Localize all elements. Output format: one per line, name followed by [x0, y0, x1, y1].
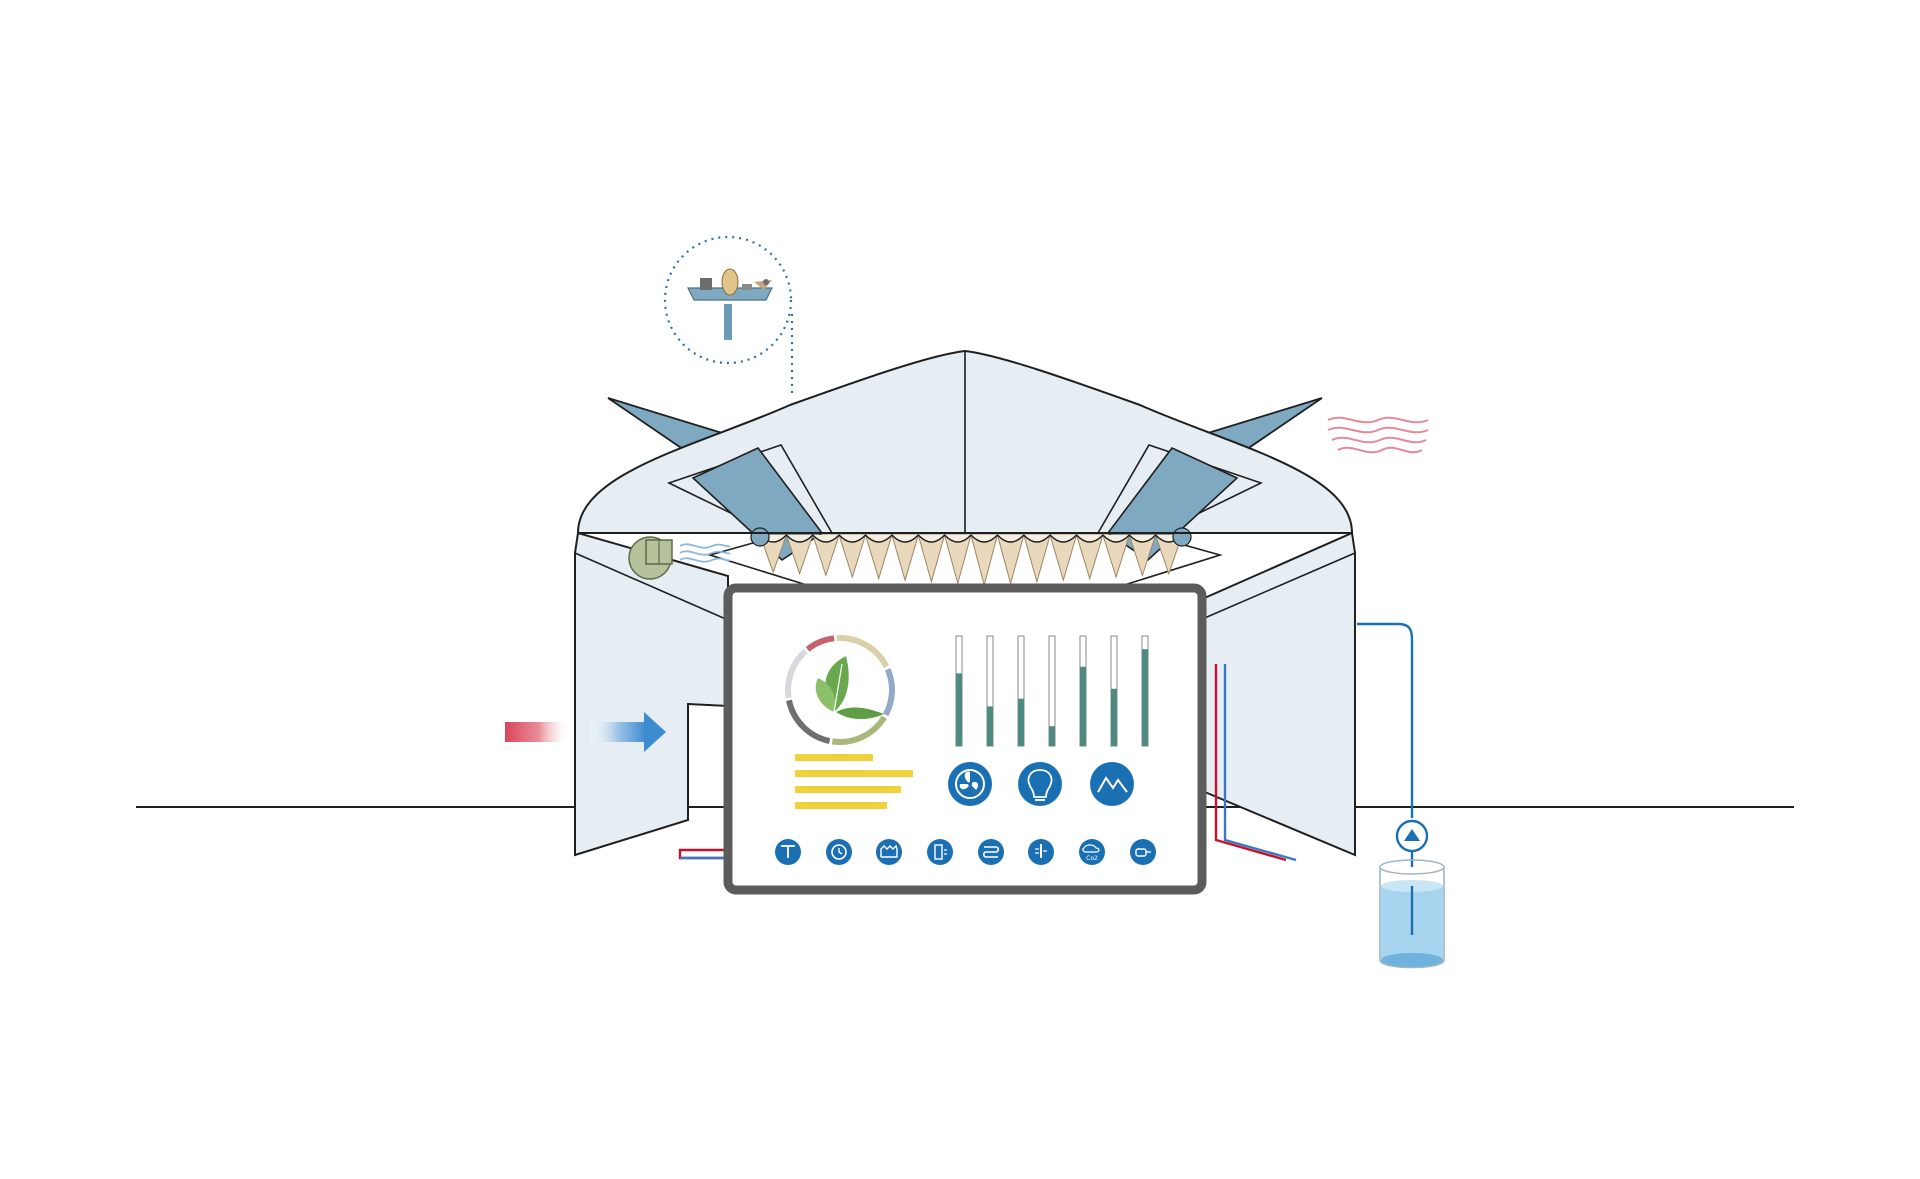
- air-inflow-arrow: [505, 712, 666, 752]
- vent-icon[interactable]: [927, 839, 953, 865]
- screen-roller-left: [750, 527, 770, 547]
- thermometer-icon[interactable]: [1028, 839, 1054, 865]
- gauge-5: [1079, 635, 1087, 747]
- light-bulb-icon[interactable]: [1018, 762, 1062, 806]
- status-ring-segment-1: [836, 635, 890, 669]
- clock-icon[interactable]: [826, 839, 852, 865]
- gauge-2: [986, 635, 994, 747]
- co2-label: Co2: [1086, 855, 1098, 862]
- greenhouse-walls: [574, 531, 1356, 857]
- trend-chart-icon[interactable]: [1090, 762, 1134, 806]
- small-icon-row: Co2: [775, 839, 1156, 865]
- heating-icon[interactable]: [876, 839, 902, 865]
- gauge-fill-7: [1142, 649, 1148, 746]
- gauge-fill-1: [956, 673, 962, 746]
- screen-roller-right: [1172, 527, 1192, 547]
- gauge-1: [955, 635, 963, 747]
- status-ring-segment-6: [805, 635, 835, 652]
- heating-pipes: [678, 664, 1297, 862]
- pump-icon: [1395, 819, 1429, 853]
- gauge-3: [1017, 635, 1025, 747]
- gauge-fill-5: [1080, 666, 1086, 746]
- status-ring-segment-2: [883, 668, 895, 717]
- leaf-icon: [815, 656, 884, 720]
- gauge-4: [1048, 635, 1056, 747]
- gauge-fill-6: [1111, 688, 1117, 746]
- status-ring-segment-3: [831, 715, 887, 745]
- gauge-6: [1110, 635, 1118, 747]
- status-ring-segment-5: [785, 648, 808, 699]
- gauge-7: [1141, 635, 1149, 747]
- control-screen: Co2: [723, 583, 1207, 895]
- fan-icon[interactable]: [948, 762, 992, 806]
- gauge-fill-3: [1018, 698, 1024, 746]
- screen-scallop: [759, 533, 1183, 543]
- weather-station-icon: [663, 235, 794, 398]
- fan-heater-icon: [628, 536, 731, 580]
- warm-air-waves-icon: [1327, 416, 1429, 454]
- gauge-fill-4: [1049, 726, 1055, 746]
- water-tank-icon: [1379, 859, 1445, 969]
- status-ring: [785, 635, 895, 745]
- pipe-coil-icon[interactable]: [978, 839, 1004, 865]
- gauge-group: [955, 635, 1149, 747]
- info-text-lines: [795, 754, 913, 809]
- sensor-icon[interactable]: [1130, 839, 1156, 865]
- sprinkler-icon[interactable]: [775, 839, 801, 865]
- thermal-screen: [750, 527, 1192, 587]
- status-ring-segment-4: [786, 699, 831, 744]
- gauge-fill-2: [987, 706, 993, 746]
- co2-icon[interactable]: Co2: [1079, 839, 1105, 865]
